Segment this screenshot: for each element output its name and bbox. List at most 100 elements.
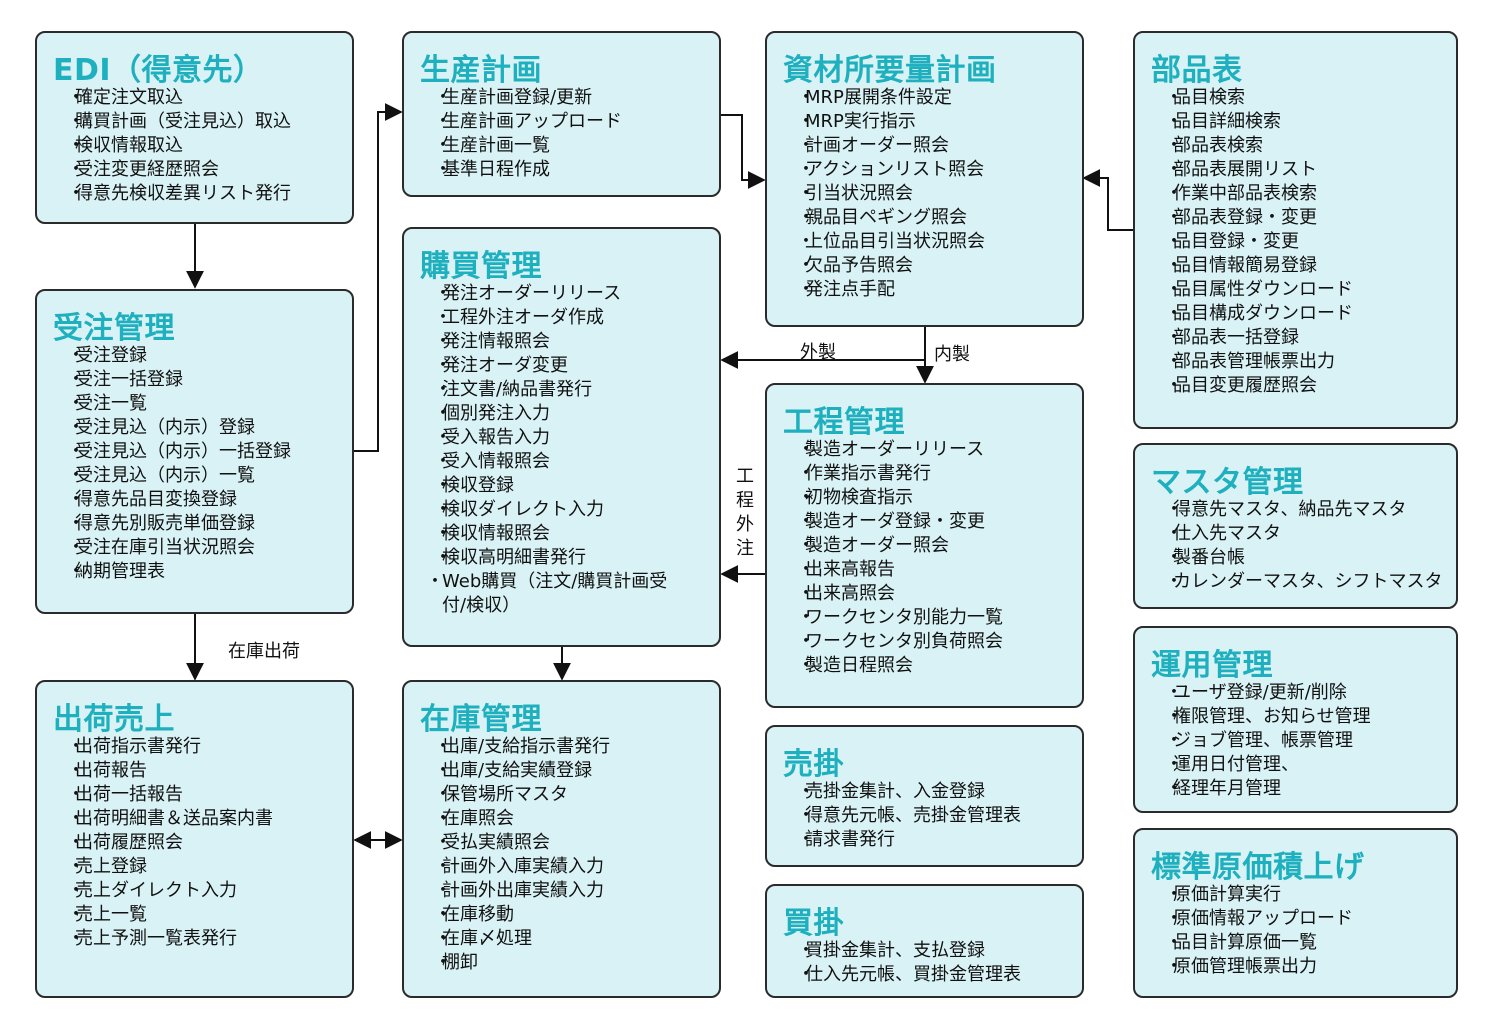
list-item: ・ワークセンタ別能力一覧	[797, 607, 1003, 628]
list-item: ・棚卸	[434, 952, 478, 973]
list-item: ・得意先品目変換登録	[67, 489, 237, 510]
list-item: ・品目登録・変更	[1165, 231, 1299, 252]
list-item: ・部品表展開リスト	[1165, 159, 1317, 180]
list-item: ・発注点手配	[797, 279, 895, 300]
list-item: ・製造日程照会	[797, 655, 913, 676]
list-item: ・原価管理帳票出力	[1165, 956, 1317, 977]
list-item: ・在庫移動	[434, 904, 514, 925]
box-seisan-keikaku: 生産計画 ・生産計画登録/更新 ・生産計画アップロード ・生産計画一覧 ・基準日…	[402, 31, 721, 197]
list-item: ・受注見込（内示）一覧	[67, 465, 255, 486]
box-title: EDI（得意先）	[53, 53, 264, 88]
list-item: ・初物検査指示	[797, 487, 913, 508]
list-item: ・計画外入庫実績入力	[434, 856, 604, 877]
box-unyo-kanri: 運用管理 ・ユーザ登録/更新/削除 ・権限管理、お知らせ管理 ・ジョブ管理、帳票…	[1133, 626, 1458, 813]
box-title: 購買管理	[420, 249, 542, 284]
list-item: ・ワークセンタ別負荷照会	[797, 631, 1003, 652]
list-item: ・得意先元帳、売掛金管理表	[797, 805, 1021, 826]
list-item: ・売上ダイレクト入力	[67, 880, 237, 901]
list-item: ・売上予測一覧表発行	[67, 928, 237, 949]
list-item: ・品目構成ダウンロード	[1165, 303, 1353, 324]
list-item: ・工程外注オーダ作成	[434, 307, 604, 328]
list-item: ・売上登録	[67, 856, 147, 877]
box-master-kanri: マスタ管理 ・得意先マスタ、納品先マスタ ・仕入先マスタ ・製番台帳 ・カレンダ…	[1133, 443, 1458, 609]
box-juchu-kanri: 受注管理 ・受注登録 ・受注一括登録 ・受注一覧 ・受注見込（内示）登録 ・受注…	[35, 289, 354, 614]
item-list: ・売掛金集計、入金登録 ・得意先元帳、売掛金管理表 ・請求書発行	[797, 780, 1074, 852]
list-item: ・製造オーダーリリース	[797, 439, 985, 460]
list-item: ・MRP実行指示	[797, 111, 916, 132]
list-item: ・出庫/支給指示書発行	[434, 736, 611, 757]
box-title: 在庫管理	[420, 702, 542, 737]
list-item: ・保管場所マスタ	[434, 784, 568, 805]
list-item: ・品目変更履歴照会	[1165, 375, 1317, 396]
item-list: ・生産計画登録/更新 ・生産計画アップロード ・生産計画一覧 ・基準日程作成	[434, 86, 711, 182]
list-item: ・購買計画（受注見込）取込	[67, 111, 291, 132]
list-item: ・納期管理表	[67, 561, 165, 582]
box-hyojun-genka: 標準原価積上げ ・原価計算実行 ・原価情報アップロード ・品目計算原価一覧 ・原…	[1133, 828, 1458, 998]
list-item: ・経理年月管理	[1165, 778, 1281, 799]
list-item: ・作業中部品表検索	[1165, 183, 1317, 204]
list-item: ・Web購買（注文/購買計画受付/検収）	[426, 571, 668, 616]
list-item: ・受注変更経歴照会	[67, 159, 219, 180]
box-zaiko-kanri: 在庫管理 ・出庫/支給指示書発行 ・出庫/支給実績登録 ・保管場所マスタ ・在庫…	[402, 680, 721, 998]
box-shukka-uriage: 出荷売上 ・出荷指示書発行 ・出荷報告 ・出荷一括報告 ・出荷明細書＆送品案内書…	[35, 680, 354, 998]
box-title: 部品表	[1151, 53, 1243, 88]
item-list: ・原価計算実行 ・原価情報アップロード ・品目計算原価一覧 ・原価管理帳票出力	[1165, 883, 1448, 979]
box-kobai-kanri: 購買管理 ・発注オーダーリリース ・工程外注オーダ作成 ・発注情報照会 ・発注オ…	[402, 227, 721, 647]
list-item: ・受注見込（内示）登録	[67, 417, 255, 438]
item-list: ・受注登録 ・受注一括登録 ・受注一覧 ・受注見込（内示）登録 ・受注見込（内示…	[67, 344, 344, 584]
box-title: 出荷売上	[53, 702, 175, 737]
list-item: ・受払実績照会	[434, 832, 550, 853]
list-item: ・品目詳細検索	[1165, 111, 1281, 132]
label-gaisei: 外製	[800, 342, 836, 363]
list-item: ・注文書/納品書発行	[434, 379, 593, 400]
list-item: ・得意先マスタ、納品先マスタ	[1165, 499, 1407, 520]
list-item: ・売掛金集計、入金登録	[797, 781, 985, 802]
list-item: ・仕入先マスタ	[1165, 523, 1281, 544]
list-item: ・生産計画登録/更新	[434, 87, 593, 108]
list-item: ・発注オーダーリリース	[434, 283, 622, 304]
list-item: ・個別発注入力	[434, 403, 550, 424]
box-koutei-kanri: 工程管理 ・製造オーダーリリース ・作業指示書発行 ・初物検査指示 ・製造オーダ…	[765, 383, 1084, 708]
list-item: ・部品表一括登録	[1165, 327, 1299, 348]
list-item: ・原価計算実行	[1165, 884, 1281, 905]
list-item: ・部品表管理帳票出力	[1165, 351, 1335, 372]
box-title: 売掛	[783, 747, 844, 782]
label-zaiko-shukka: 在庫出荷	[228, 641, 300, 662]
label-koutei-gaichu: 工 程 外 注	[736, 466, 754, 559]
list-item: ・出庫/支給実績登録	[434, 760, 593, 781]
list-item: ・受注在庫引当状況照会	[67, 537, 255, 558]
list-item: ・出荷一括報告	[67, 784, 183, 805]
box-buhinhyo: 部品表 ・品目検索 ・品目詳細検索 ・部品表検索 ・部品表展開リスト ・作業中部…	[1133, 31, 1458, 429]
list-item: ・生産計画アップロード	[434, 111, 622, 132]
list-item: ・製造オーダー照会	[797, 535, 949, 556]
list-item: ・検収情報取込	[67, 135, 183, 156]
list-item: ・引当状況照会	[797, 183, 913, 204]
item-list: ・出庫/支給指示書発行 ・出庫/支給実績登録 ・保管場所マスタ ・在庫照会 ・受…	[434, 735, 711, 975]
list-item: ・製番台帳	[1165, 547, 1245, 568]
item-list: ・買掛金集計、支払登録 ・仕入先元帳、買掛金管理表	[797, 939, 1074, 987]
list-item: ・検収情報照会	[434, 523, 550, 544]
item-list: ・確定注文取込 ・購買計画（受注見込）取込 ・検収情報取込 ・受注変更経歴照会 …	[67, 86, 344, 206]
box-title: 運用管理	[1151, 648, 1273, 683]
list-item: ・カレンダーマスタ、シフトマスタ	[1165, 571, 1443, 592]
box-title: 標準原価積上げ	[1151, 850, 1365, 885]
list-item: ・MRP展開条件設定	[797, 87, 952, 108]
item-list: ・製造オーダーリリース ・作業指示書発行 ・初物検査指示 ・製造オーダ登録・変更…	[797, 438, 1074, 678]
list-item: ・部品表検索	[1165, 135, 1263, 156]
list-item: ・出荷指示書発行	[67, 736, 201, 757]
list-item: ・品目検索	[1165, 87, 1245, 108]
item-list: ・出荷指示書発行 ・出荷報告 ・出荷一括報告 ・出荷明細書＆送品案内書 ・出荷履…	[67, 735, 344, 951]
list-item: ・得意先検収差異リスト発行	[67, 183, 291, 204]
arrow-seisan-to-mrp	[720, 114, 766, 189]
list-item: ・出荷明細書＆送品案内書	[67, 808, 273, 829]
box-mrp: 資材所要量計画 ・MRP展開条件設定 ・MRP実行指示 ・計画オーダー照会 ・ア…	[765, 31, 1084, 327]
bullet: ・	[67, 87, 85, 108]
list-item: ・受入情報照会	[434, 451, 550, 472]
list-item: ・受注一括登録	[67, 369, 183, 390]
list-item: ・発注オーダ変更	[434, 355, 568, 376]
box-title: 受注管理	[53, 311, 175, 346]
item-list: ・発注オーダーリリース ・工程外注オーダ作成 ・発注情報照会 ・発注オーダ変更 …	[426, 282, 689, 618]
list-item: ・売上一覧	[67, 904, 147, 925]
item-list: ・得意先マスタ、納品先マスタ ・仕入先マスタ ・製番台帳 ・カレンダーマスタ、シ…	[1165, 498, 1448, 594]
